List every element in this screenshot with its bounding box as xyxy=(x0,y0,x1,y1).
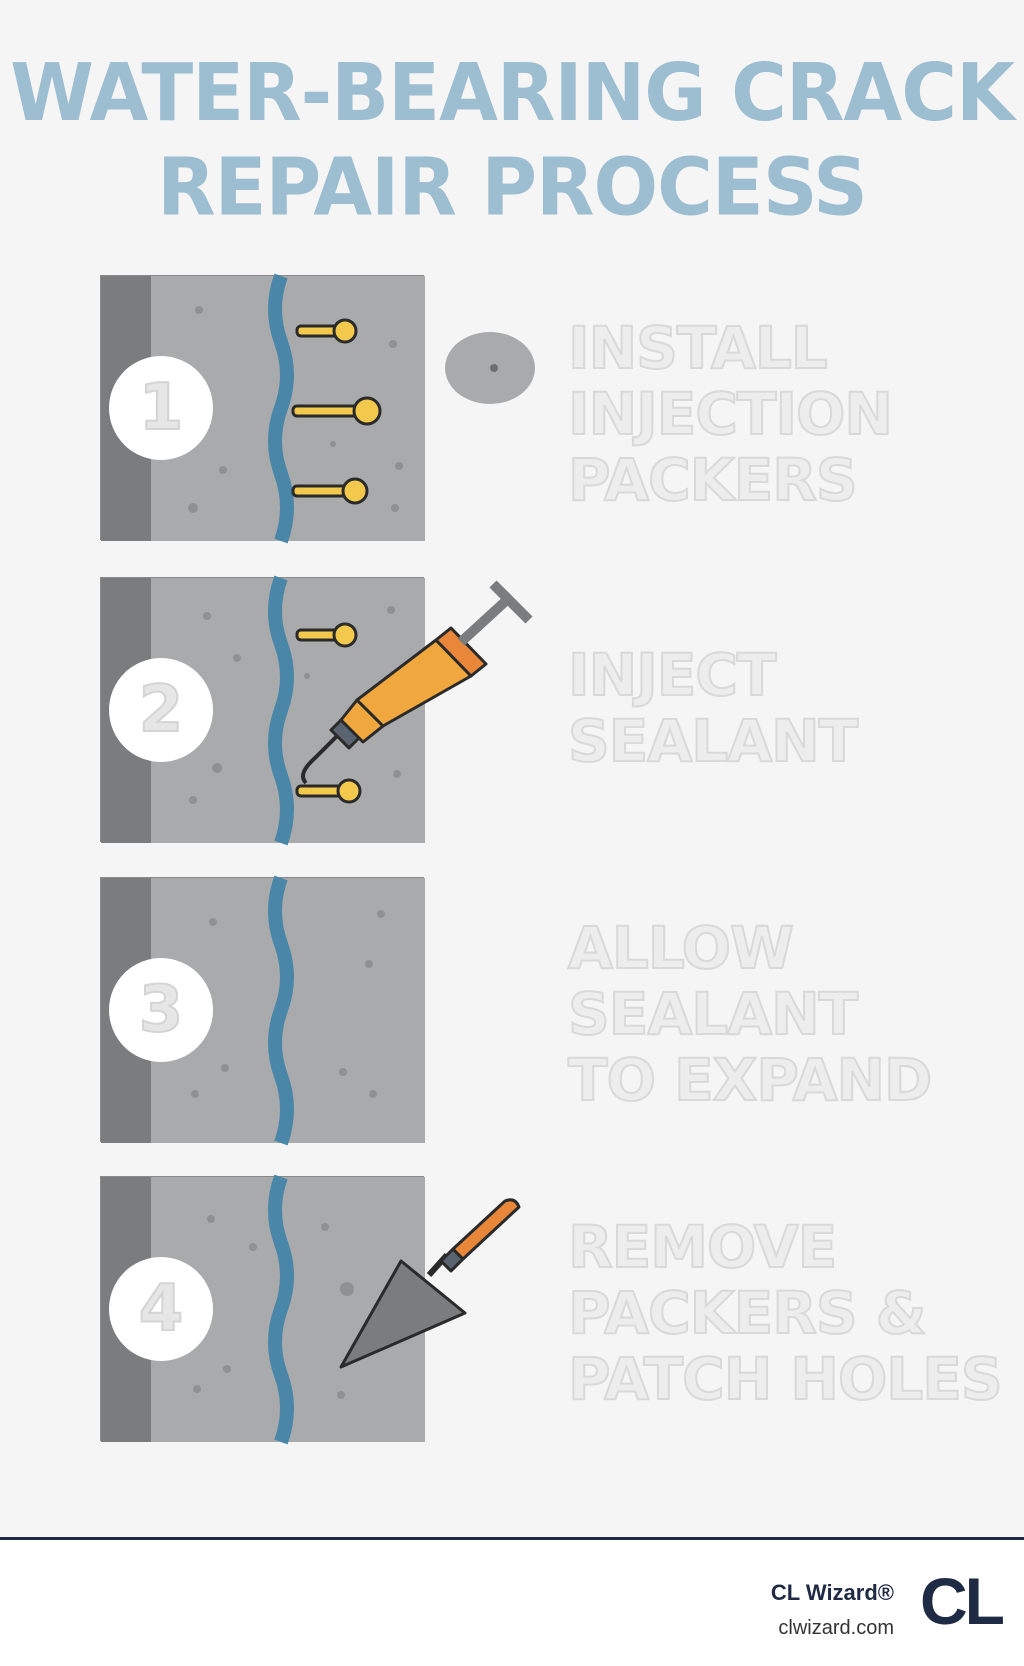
step-number-badge: 4 xyxy=(109,1257,213,1361)
footer: CL Wizard® clwizard.com CL xyxy=(0,1540,1024,1666)
step-4-label: REMOVE PACKERS & PATCH HOLES xyxy=(567,1213,1004,1413)
step-2: 2 INJECT SEALANT xyxy=(0,575,1024,846)
page-title: WATER-BEARING CRACK REPAIR PROCESS xyxy=(10,45,1015,234)
brand-logo: CL xyxy=(920,1564,1005,1638)
footer-divider xyxy=(0,1537,1024,1540)
trowel-icon xyxy=(339,1198,521,1369)
step-1: 1 INSTALL INJECTION PACKERS xyxy=(0,273,1024,544)
packer-head-icon xyxy=(445,332,535,404)
step-number-badge: 1 xyxy=(109,356,213,460)
water-crack xyxy=(268,575,294,846)
sealant-gun-icon xyxy=(301,580,533,785)
brand-url[interactable]: clwizard.com xyxy=(778,1617,894,1639)
step-3-label: ALLOW SEALANT TO EXPAND xyxy=(567,914,933,1114)
step-number-badge: 2 xyxy=(109,658,213,762)
water-crack xyxy=(268,273,294,544)
step-2-panel: 2 xyxy=(100,575,533,846)
step-number-badge: 3 xyxy=(109,958,213,1062)
water-crack xyxy=(268,875,294,1146)
step-4-panel: 4 xyxy=(100,1174,521,1445)
brand-name: CL Wizard® xyxy=(770,1580,894,1605)
step-4: 4 REMOVE PACKERS & PATCH HOLES xyxy=(0,1174,1024,1445)
step-2-label: INJECT SEALANT xyxy=(567,641,859,775)
step-3-panel: 3 xyxy=(100,875,425,1146)
injection-packer-icon xyxy=(291,318,382,505)
water-crack xyxy=(268,1174,294,1445)
step-1-panel: 1 xyxy=(100,273,425,544)
injection-packer-icon xyxy=(295,622,362,804)
step-1-label: INSTALL INJECTION PACKERS xyxy=(567,314,894,514)
step-3: 3 ALLOW SEALANT TO EXPAND xyxy=(0,875,1024,1146)
